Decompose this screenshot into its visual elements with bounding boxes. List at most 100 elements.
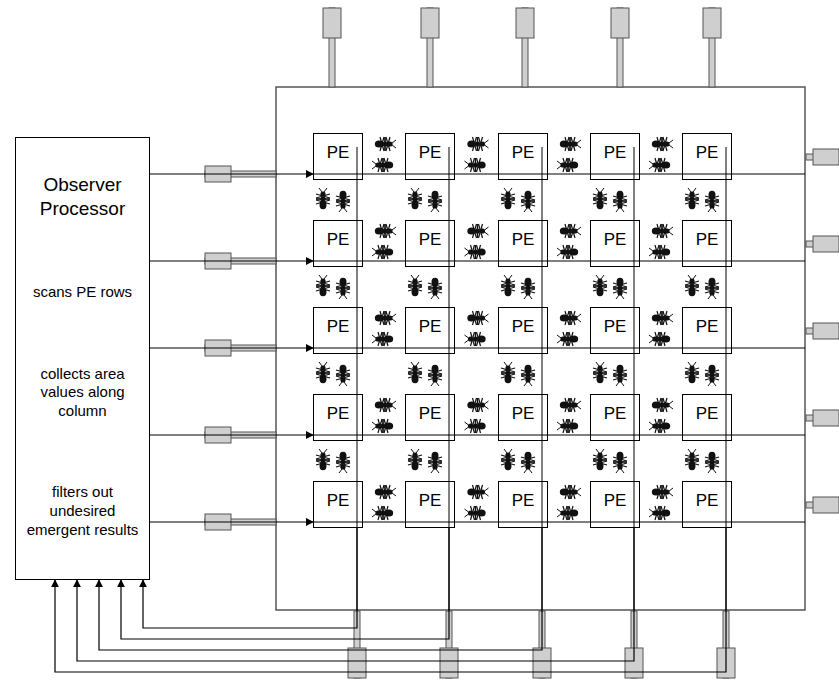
processing-element-box: PE xyxy=(498,394,548,441)
ant-icon xyxy=(372,506,393,520)
processing-element-box: PE xyxy=(682,133,732,180)
pe-label: PE xyxy=(604,229,627,250)
ant-icon xyxy=(685,188,699,209)
grid-wires xyxy=(313,147,805,612)
ant-icon xyxy=(467,398,488,412)
processing-element-box: PE xyxy=(405,220,455,267)
processing-element-box: PE xyxy=(590,307,640,354)
pin-block xyxy=(421,8,439,38)
ant-icon xyxy=(336,365,350,386)
ant-icon xyxy=(428,365,442,386)
ant-icon xyxy=(649,419,670,433)
pin-block xyxy=(813,323,839,339)
ant-icon xyxy=(316,188,330,209)
ant-icon xyxy=(408,275,422,296)
pe-label: PE xyxy=(696,490,719,511)
ant-icon xyxy=(336,452,350,473)
processing-element-box: PE xyxy=(498,133,548,180)
row-scan-arrow xyxy=(150,434,313,435)
ant-agents xyxy=(316,137,719,520)
ant-icon xyxy=(705,278,719,299)
ant-icon xyxy=(428,452,442,473)
ant-icon xyxy=(613,452,627,473)
ant-icon xyxy=(336,278,350,299)
ant-icon xyxy=(372,158,393,172)
pe-label: PE xyxy=(327,316,350,337)
processing-element-box: PE xyxy=(682,220,732,267)
ant-icon xyxy=(408,362,422,383)
ant-icon xyxy=(593,362,607,383)
ant-icon xyxy=(613,191,627,212)
ant-icon xyxy=(501,362,515,383)
processing-element-box: PE xyxy=(498,481,548,528)
ant-icon xyxy=(372,419,393,433)
processor-note: filters out undesired emergent results xyxy=(20,483,145,539)
ant-icon xyxy=(557,332,578,346)
ant-icon xyxy=(649,332,670,346)
ant-icon xyxy=(428,278,442,299)
pin-block xyxy=(611,8,629,38)
processing-element-box: PE xyxy=(405,307,455,354)
ant-icon xyxy=(557,245,578,259)
pe-label: PE xyxy=(696,142,719,163)
ant-icon xyxy=(521,365,535,386)
pin-block xyxy=(813,410,839,426)
ant-icon xyxy=(560,224,581,238)
ant-icon xyxy=(375,137,396,151)
processing-element-box: PE xyxy=(590,394,640,441)
row-scan-arrow xyxy=(150,260,313,261)
ant-icon xyxy=(316,275,330,296)
ant-icon xyxy=(652,311,673,325)
pe-label: PE xyxy=(604,403,627,424)
pe-label: PE xyxy=(419,142,442,163)
ant-icon xyxy=(613,365,627,386)
pe-label: PE xyxy=(512,229,535,250)
ant-icon xyxy=(521,452,535,473)
ant-icon xyxy=(521,191,535,212)
ant-icon xyxy=(375,311,396,325)
ant-icon xyxy=(467,224,488,238)
ant-icon xyxy=(467,137,488,151)
ant-icon xyxy=(705,452,719,473)
ant-icon xyxy=(465,158,486,172)
ant-icon xyxy=(652,485,673,499)
processing-element-box: PE xyxy=(313,394,363,441)
pe-label: PE xyxy=(419,316,442,337)
ant-icon xyxy=(652,224,673,238)
pe-label: PE xyxy=(327,229,350,250)
pin-block xyxy=(813,236,839,252)
ant-icon xyxy=(705,191,719,212)
processing-element-box: PE xyxy=(405,481,455,528)
io-pins xyxy=(205,8,839,678)
pe-label: PE xyxy=(604,490,627,511)
ant-icon xyxy=(685,449,699,470)
processing-element-box: PE xyxy=(682,394,732,441)
ant-icon xyxy=(649,506,670,520)
processing-element-box: PE xyxy=(498,307,548,354)
pe-label: PE xyxy=(512,490,535,511)
pin-block xyxy=(703,8,721,38)
ant-icon xyxy=(336,191,350,212)
processing-element-box: PE xyxy=(590,220,640,267)
row-scan-arrow xyxy=(150,347,313,348)
ant-icon xyxy=(465,419,486,433)
ant-icon xyxy=(560,398,581,412)
ant-icon xyxy=(557,419,578,433)
ant-icon xyxy=(467,485,488,499)
pe-label: PE xyxy=(696,229,719,250)
ant-icon xyxy=(316,362,330,383)
pin-block xyxy=(440,648,458,678)
processing-element-box: PE xyxy=(405,133,455,180)
pe-label: PE xyxy=(419,229,442,250)
ant-icon xyxy=(649,245,670,259)
row-scan-arrow xyxy=(150,173,313,174)
ant-icon xyxy=(375,398,396,412)
pe-label: PE xyxy=(327,142,350,163)
pin-block xyxy=(813,149,839,165)
ant-icon xyxy=(501,449,515,470)
ant-icon xyxy=(652,137,673,151)
pe-label: PE xyxy=(327,490,350,511)
ant-icon xyxy=(649,158,670,172)
ant-icon xyxy=(375,224,396,238)
